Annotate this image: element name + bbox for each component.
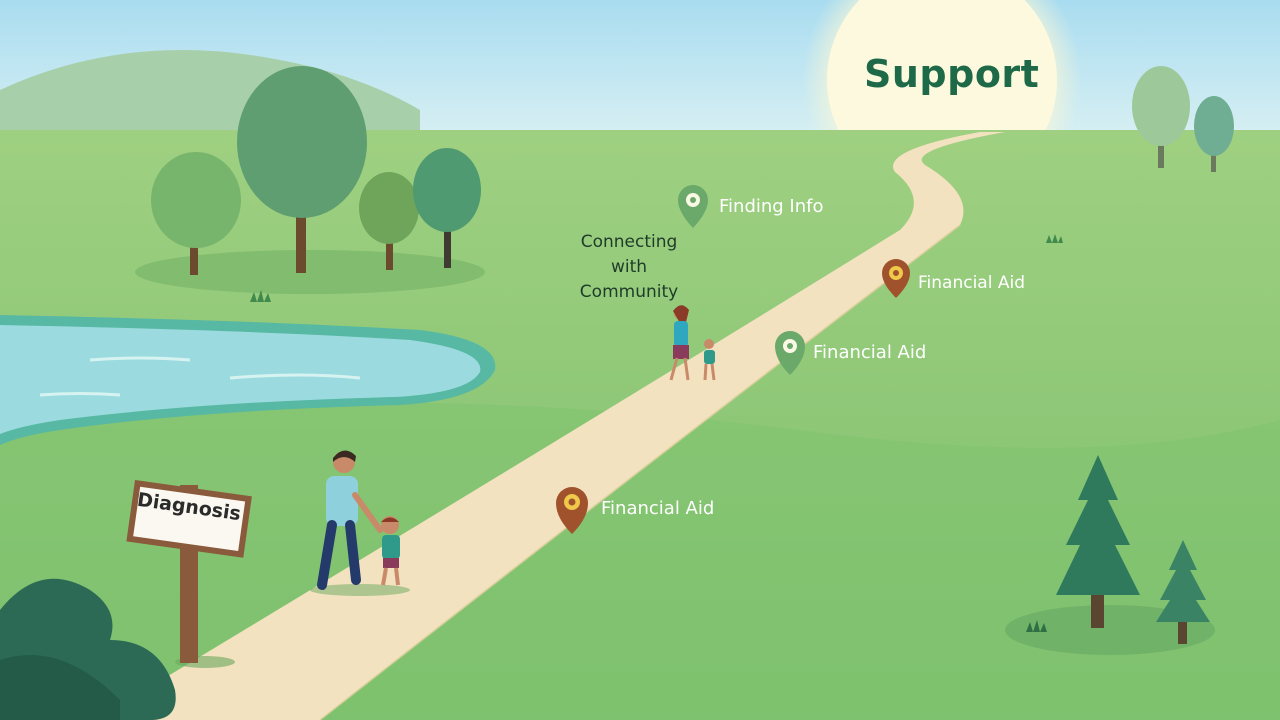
- tree-icon: [151, 152, 241, 275]
- tree-icon: [1132, 66, 1190, 168]
- signpost-icon: [126, 479, 252, 668]
- map-pin-icon: [678, 185, 708, 228]
- milestone-connecting-community: Connecting with Community: [579, 232, 679, 302]
- tree-icon: [359, 172, 419, 270]
- tree-icon: [1156, 540, 1210, 644]
- parent-child-figures-front: [310, 450, 410, 596]
- goal-label: Support: [864, 52, 1040, 96]
- map-pin-icon: [775, 331, 805, 375]
- tree-icon: [1056, 455, 1140, 628]
- tree-icon: [237, 66, 367, 273]
- milestone-financial-aid-middle: Financial Aid: [813, 342, 927, 363]
- milestone-financial-aid-lower: Financial Aid: [601, 498, 715, 519]
- parent-child-figures-back: [669, 305, 716, 381]
- tree-icon: [413, 148, 481, 268]
- map-pin-icon: [556, 487, 588, 534]
- milestone-financial-aid-upper: Financial Aid: [918, 273, 1025, 293]
- river-icon: [0, 325, 481, 434]
- tree-icon: [1194, 96, 1234, 172]
- map-pin-icon: [882, 259, 910, 298]
- milestone-finding-info: Finding Info: [719, 196, 824, 217]
- journey-path: [95, 132, 1005, 720]
